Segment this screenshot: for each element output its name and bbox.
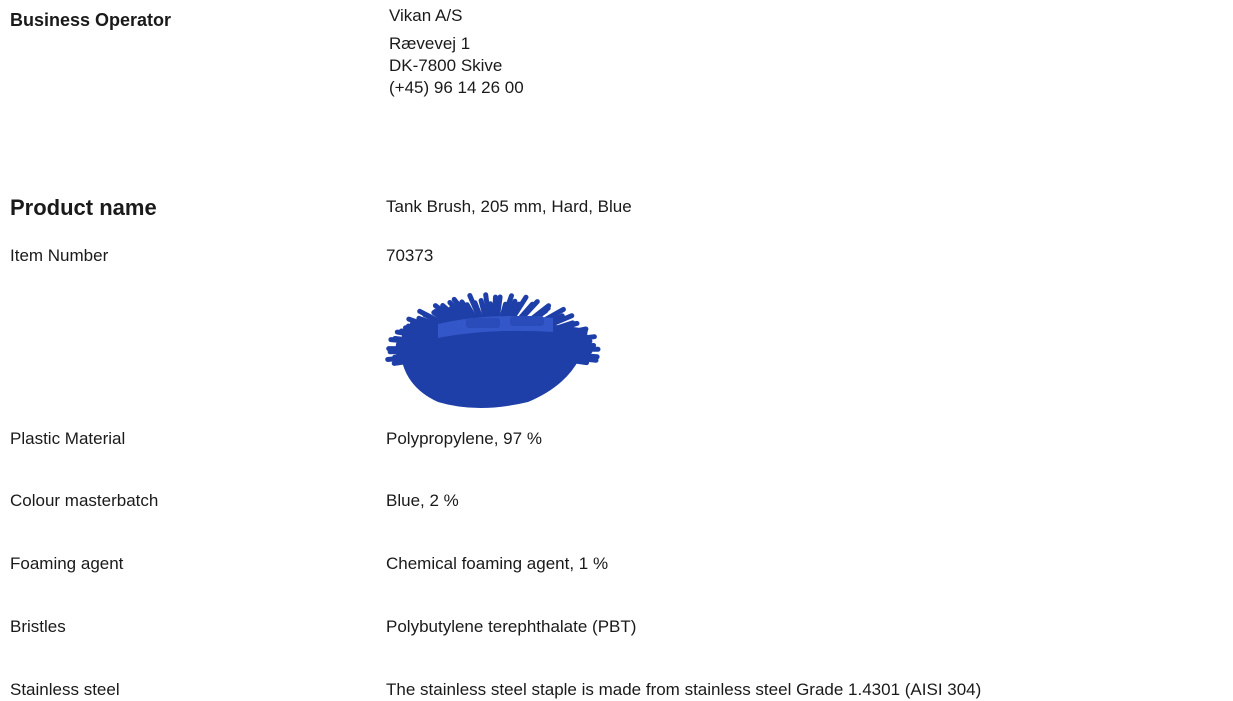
operator-name: Vikan A/S [389, 6, 463, 25]
brush-block-slot-left [466, 318, 500, 328]
plastic-material-value: Polypropylene, 97 % [386, 429, 542, 448]
brush-block-slot-right [510, 316, 544, 326]
foaming-agent-label: Foaming agent [10, 554, 124, 573]
product-name-value: Tank Brush, 205 mm, Hard, Blue [386, 197, 632, 216]
foaming-agent-value: Chemical foaming agent, 1 % [386, 554, 609, 573]
stainless-steel-label: Stainless steel [10, 680, 120, 699]
business-operator-label: Business Operator [10, 10, 172, 30]
operator-phone: (+45) 96 14 26 00 [389, 78, 524, 97]
bristles-value: Polybutylene terephthalate (PBT) [386, 617, 637, 636]
bristles-label: Bristles [10, 617, 66, 636]
item-number-label: Item Number [10, 246, 109, 265]
stainless-steel-value: The stainless steel staple is made from … [386, 680, 982, 699]
colour-masterbatch-label: Colour masterbatch [10, 491, 159, 510]
tank-brush-image [385, 292, 601, 408]
plastic-material-label: Plastic Material [10, 429, 126, 448]
item-number-value: 70373 [386, 246, 434, 265]
operator-city: DK-7800 Skive [389, 56, 503, 75]
brush-body [399, 323, 588, 408]
operator-street: Rævevej 1 [389, 34, 471, 53]
product-name-label: Product name [10, 195, 157, 220]
colour-masterbatch-value: Blue, 2 % [386, 491, 459, 510]
business-operator-address: Vikan A/S Rævevej 1 DK-7800 Skive (+45) … [389, 5, 524, 99]
